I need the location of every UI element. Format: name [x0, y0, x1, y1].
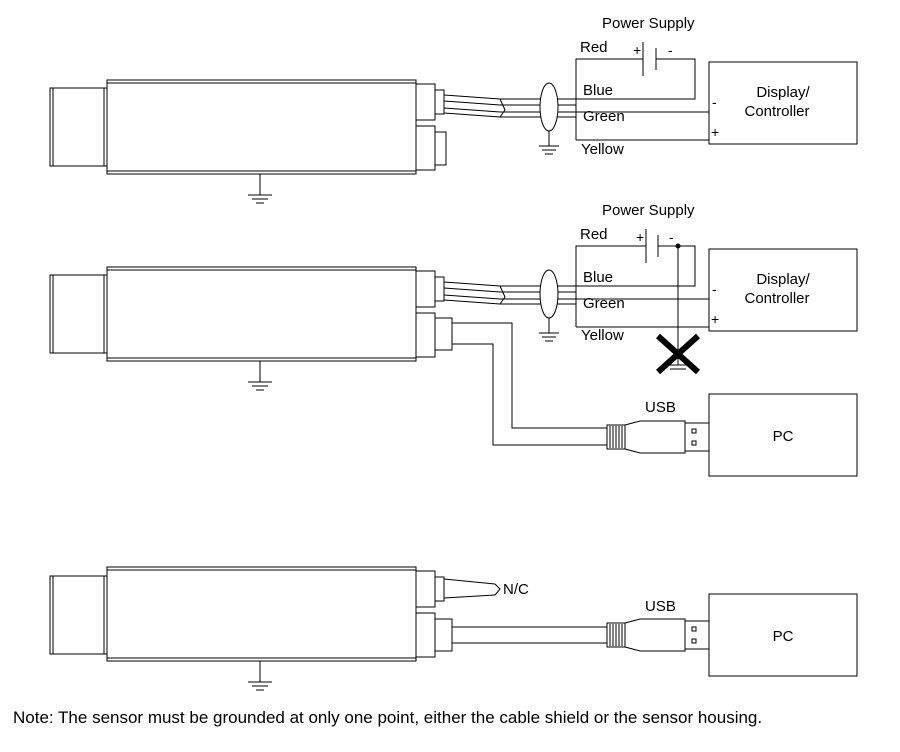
wire-label-blue-2: Blue [583, 269, 613, 286]
wire-label-yellow: Yellow [581, 141, 624, 158]
display-controller-1: - + Display/ Controller [708, 61, 858, 145]
wire-label-green-2: Green [583, 295, 625, 312]
pc-label-2: PC [773, 428, 794, 445]
usb-connector-3 [606, 618, 711, 652]
pc-box-2: PC [708, 393, 858, 477]
sensor-3 [49, 566, 453, 662]
controller-minus-terminal: - [712, 94, 717, 110]
usb-cable-3 [452, 626, 607, 644]
battery-plus-sign: + [633, 42, 641, 58]
controller-label-line2: Controller [744, 103, 809, 120]
wire-label-yellow-2: Yellow [581, 327, 624, 344]
controller-plus-terminal: + [711, 124, 719, 140]
display-controller-2: - + Display/ Controller [708, 248, 858, 332]
wiring-1 [575, 42, 710, 141]
grounding-note: Note: The sensor must be grounded at onl… [13, 708, 763, 727]
controller-label-line2-2: Controller [744, 290, 809, 307]
disconnected-x-mark [655, 333, 701, 375]
usb-label-2: USB [645, 399, 676, 416]
battery-plus-sign-2: + [636, 229, 644, 245]
sensor-1 [49, 79, 447, 175]
sensor-2 [49, 266, 453, 362]
wire-label-blue: Blue [583, 82, 613, 99]
housing-ground-3 [248, 661, 272, 691]
controller-minus-terminal-2: - [712, 281, 717, 297]
controller-plus-terminal-2: + [711, 311, 719, 327]
battery-minus-sign-2: - [669, 229, 674, 245]
wire-label-green: Green [583, 108, 625, 125]
controller-label-line1: Display/ [756, 84, 810, 101]
controller-label-line1-2: Display/ [756, 271, 810, 288]
wiring-2 [575, 229, 710, 370]
cable-shield-2 [539, 269, 559, 342]
battery-minus-sign: - [668, 42, 673, 58]
usb-connector-2 [606, 420, 711, 454]
nc-cable [443, 578, 501, 599]
housing-ground-1 [248, 174, 272, 204]
usb-label-3: USB [645, 598, 676, 615]
diagram-2: Power Supply Red + - Blue Green Yellow -… [49, 202, 858, 477]
power-supply-label-2: Power Supply [602, 202, 695, 219]
pc-label-3: PC [773, 628, 794, 645]
pc-box-3: PC [708, 593, 858, 677]
power-supply-label: Power Supply [602, 15, 695, 32]
cable-shield-1 [539, 82, 559, 155]
usb-cable-2 [452, 322, 607, 446]
housing-ground-2 [248, 361, 272, 391]
wire-label-red-2: Red [580, 226, 608, 243]
diagram-1: Power Supply Red + - Blue Green Yellow -… [49, 15, 858, 204]
diagram-3: N/C USB PC [49, 566, 858, 691]
nc-label: N/C [503, 581, 529, 598]
wire-label-red: Red [580, 39, 608, 56]
